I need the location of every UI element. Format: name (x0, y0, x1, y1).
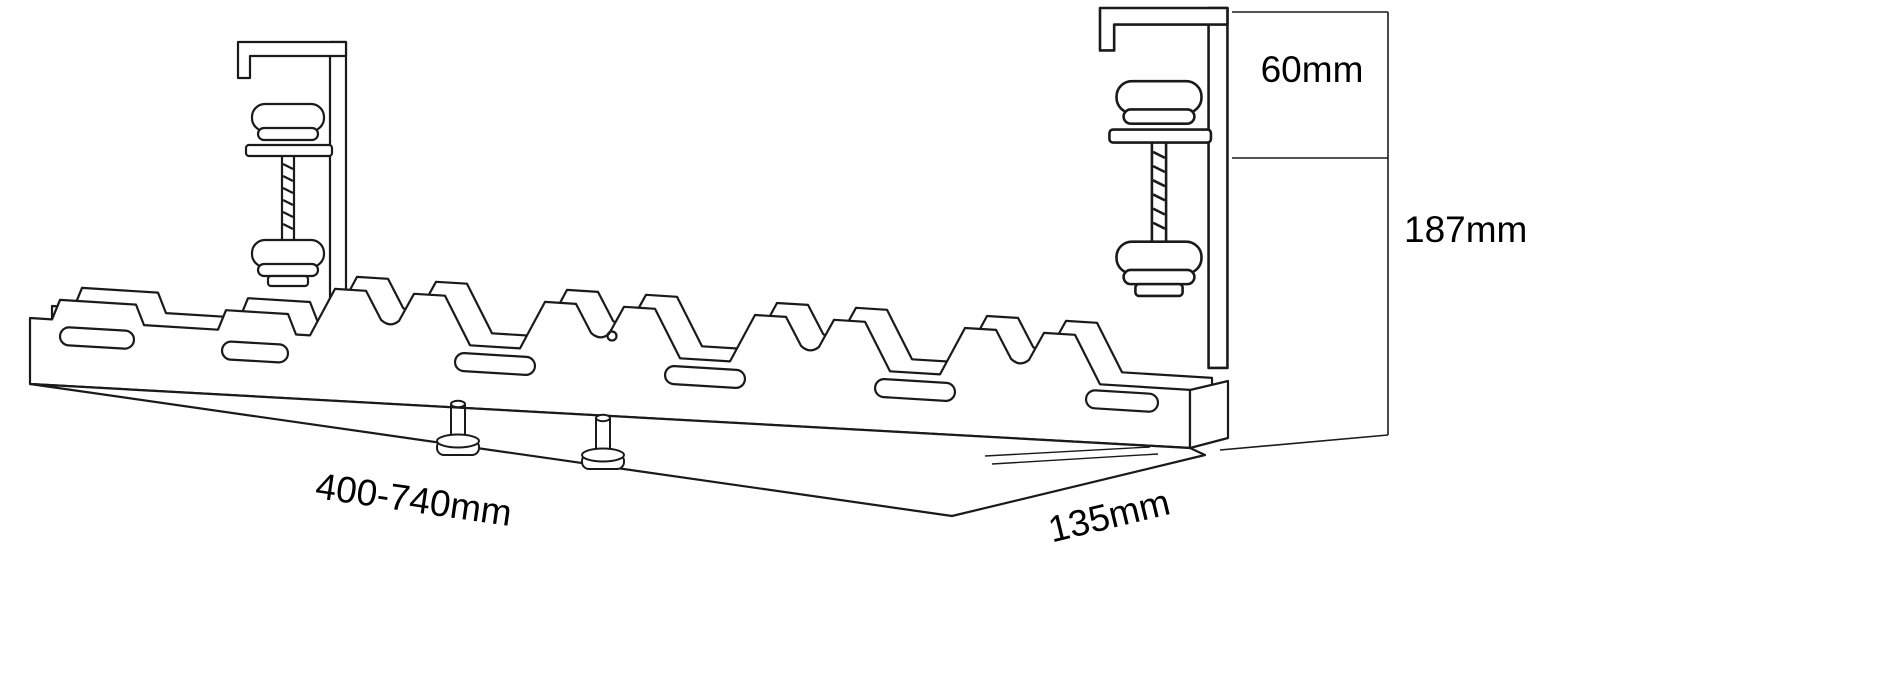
slot-1 (58, 326, 136, 350)
slot-4 (663, 365, 747, 389)
tray-right-end (1188, 379, 1230, 450)
floor-bend-lines (984, 446, 1159, 465)
depth-label: 135mm (1044, 481, 1174, 550)
slot-6 (1084, 389, 1160, 413)
right-desk-clamp (1098, 6, 1229, 370)
width-range-label: 400-740mm (313, 465, 514, 534)
overall-height-label: 187mm (1404, 209, 1527, 250)
tray-front-face (28, 287, 1192, 449)
slot-2 (220, 340, 290, 364)
slot-5 (873, 378, 957, 402)
slot-3 (453, 352, 537, 376)
tray-slots (58, 326, 1160, 413)
dim-ext-tray-bottom (1219, 434, 1389, 451)
clamp-opening-label: 60mm (1261, 49, 1364, 90)
mount-hole (606, 330, 618, 342)
dimension-lines (1219, 11, 1389, 451)
